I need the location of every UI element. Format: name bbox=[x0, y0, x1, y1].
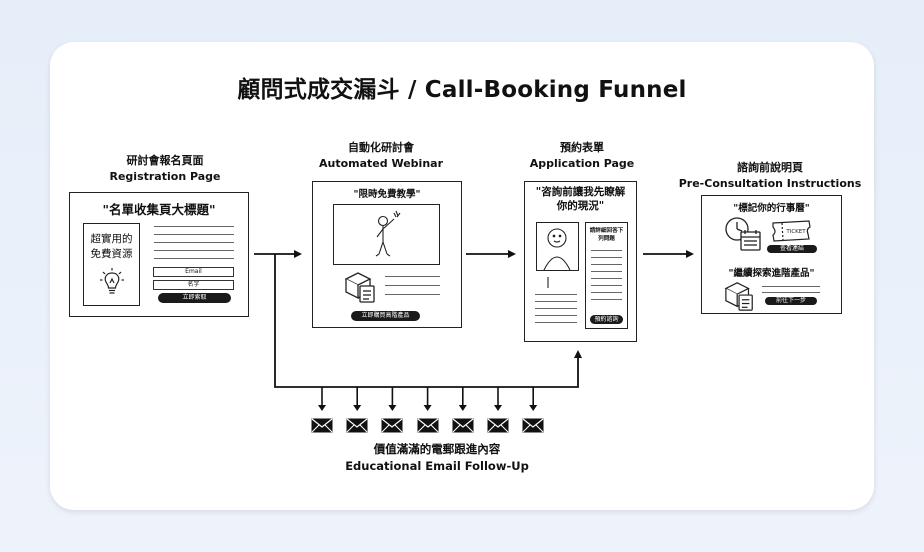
consultant-frame bbox=[536, 222, 579, 271]
form-panel bbox=[585, 222, 628, 329]
ticket-label: TICKET bbox=[785, 229, 806, 235]
stage-label-zh: 自動化研討會 bbox=[348, 141, 414, 154]
text-line bbox=[154, 242, 234, 244]
form-line bbox=[591, 292, 622, 294]
email-followup-label: 價值滿滿的電郵跟進內容 Educational Email Follow-Up bbox=[312, 441, 562, 475]
stage-label-webinar: 自動化研討會 Automated Webinar bbox=[296, 140, 466, 172]
email-followup-zh: 價值滿滿的電郵跟進內容 bbox=[373, 442, 501, 456]
video-frame bbox=[333, 204, 440, 265]
stage-label-registration: 研討會報名頁面 Registration Page bbox=[80, 153, 250, 185]
freebie-line: 超實用的 bbox=[90, 233, 133, 245]
email-drop-arrowhead bbox=[318, 405, 326, 411]
envelope-icon bbox=[452, 418, 474, 437]
buy-premium-button[interactable]: 立即購買高階產品 bbox=[351, 311, 420, 321]
headline-line: "咨詢前讓我先瞭解 bbox=[535, 186, 626, 198]
stage-label-zh: 研討會報名頁面 bbox=[126, 154, 204, 167]
arrow-email-loop bbox=[274, 254, 582, 388]
email-drop-arrowhead bbox=[353, 405, 362, 411]
envelope-icon bbox=[346, 418, 368, 437]
text-line bbox=[535, 301, 577, 303]
email-drop-arrowhead bbox=[529, 405, 538, 411]
text-line bbox=[762, 286, 820, 288]
claim-button[interactable]: 立即索取 bbox=[158, 293, 231, 303]
email-drop-arrowhead bbox=[458, 405, 467, 411]
form-line bbox=[591, 264, 622, 266]
form-line bbox=[591, 250, 622, 252]
form-line bbox=[591, 271, 622, 273]
stage-label-zh: 預約表單 bbox=[560, 141, 604, 154]
presenter-figure-icon bbox=[370, 207, 406, 267]
text-line bbox=[154, 250, 234, 252]
preconsult-mockup bbox=[701, 195, 842, 314]
text-line bbox=[535, 315, 577, 317]
envelope-icon bbox=[487, 418, 509, 437]
text-line bbox=[535, 308, 577, 310]
next-step-button[interactable]: 前往下一步 bbox=[765, 297, 817, 305]
ticket-icon: TICKET bbox=[770, 219, 812, 247]
email-drop-arrowhead bbox=[388, 405, 397, 411]
clock-calendar-icon bbox=[724, 216, 762, 256]
name-field[interactable]: 名字 bbox=[153, 280, 234, 290]
form-line bbox=[591, 257, 622, 259]
explore-headline: "繼續探索進階產品" bbox=[728, 268, 815, 279]
form-title-line: 列問題 bbox=[598, 236, 615, 242]
freebie-text: 超實用的 免費資源 bbox=[83, 232, 140, 262]
text-line bbox=[154, 258, 234, 260]
application-headline: "咨詢前讓我先瞭解 你的現況" bbox=[524, 185, 637, 213]
freebie-line: 免費資源 bbox=[90, 248, 133, 260]
stage-label-en: Pre-Consultation Instructions bbox=[678, 177, 862, 190]
text-line bbox=[154, 234, 234, 236]
email-drop-arrowhead bbox=[423, 405, 432, 411]
form-line bbox=[591, 299, 622, 301]
envelope-icon bbox=[311, 418, 333, 437]
form-line bbox=[591, 285, 622, 287]
text-line bbox=[385, 294, 440, 296]
lightbulb-icon bbox=[99, 267, 125, 303]
product-box-icon bbox=[724, 280, 756, 316]
consultant-icon bbox=[536, 222, 579, 296]
headline-line: 你的現況" bbox=[556, 200, 605, 212]
envelope-icon bbox=[381, 418, 403, 437]
webinar-headline: "限時免費教學" bbox=[353, 189, 421, 200]
email-field[interactable]: Email bbox=[153, 267, 234, 277]
page-title: 顧問式成交漏斗 / Call-Booking Funnel bbox=[237, 77, 687, 103]
envelope-icon bbox=[522, 418, 544, 437]
stage-label-en: Application Page bbox=[529, 157, 635, 170]
stage-label-en: Registration Page bbox=[109, 170, 221, 183]
text-line bbox=[385, 285, 440, 287]
stage-label-preconsult: 諮詢前說明頁 Pre-Consultation Instructions bbox=[670, 160, 870, 192]
email-followup-en: Educational Email Follow-Up bbox=[345, 459, 529, 473]
product-box-icon bbox=[344, 270, 378, 308]
text-line bbox=[535, 294, 577, 296]
stage-label-application: 預約表單 Application Page bbox=[497, 140, 667, 172]
text-line bbox=[535, 322, 577, 324]
form-line bbox=[591, 278, 622, 280]
stage-label-en: Automated Webinar bbox=[319, 157, 443, 170]
view-link-button[interactable]: 查看連結 bbox=[767, 245, 817, 253]
email-drop-arrowhead bbox=[494, 405, 502, 411]
book-consultation-button[interactable]: 預約諮詢 bbox=[590, 315, 623, 324]
text-line bbox=[385, 276, 440, 278]
form-title-line: 請詳細回答下 bbox=[589, 228, 624, 234]
text-line bbox=[154, 226, 234, 228]
calendar-headline: "標記你的行事曆" bbox=[733, 203, 810, 214]
form-title: 請詳細回答下 列問題 bbox=[585, 227, 628, 243]
envelope-icon bbox=[417, 418, 439, 437]
freebie-box bbox=[83, 223, 140, 306]
registration-headline: "名單收集頁大標題" bbox=[102, 202, 216, 217]
stage-label-zh: 諮詢前說明頁 bbox=[737, 161, 803, 174]
text-line bbox=[762, 292, 820, 294]
